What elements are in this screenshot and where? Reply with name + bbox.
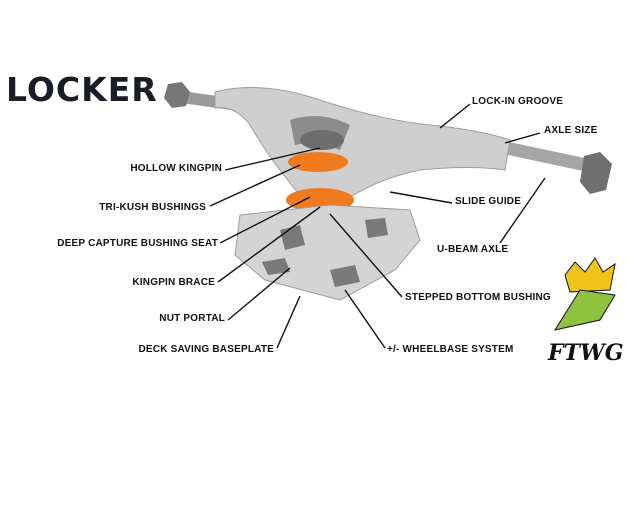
label-lock-in-groove: LOCK-IN GROOVE	[472, 96, 564, 107]
kingpin-nut	[300, 130, 344, 150]
label-axle-size: AXLE SIZE	[544, 125, 598, 136]
leader-lines	[209, 103, 546, 349]
top-bushing	[288, 152, 348, 172]
label-wheelbase-system: +/- WHEELBASE SYSTEM	[387, 344, 514, 355]
label-tri-kush-bushings: TRI-KUSH BUSHINGS	[99, 202, 206, 213]
label-hollow-kingpin: HOLLOW KINGPIN	[130, 163, 222, 174]
hanger	[214, 87, 511, 201]
locker-logo: LOCKER	[6, 70, 158, 109]
wheelbase-hole	[330, 265, 360, 287]
nut-portal-hole	[262, 258, 290, 275]
baseplate-hole-2	[365, 218, 388, 238]
ftwg-mascot	[553, 257, 616, 331]
ftwg-logo: FTWG	[548, 340, 624, 366]
label-deck-saving-baseplate: DECK SAVING BASEPLATE	[138, 344, 274, 355]
axle-nut-right	[580, 152, 612, 194]
axle-nut-left	[164, 82, 190, 108]
label-nut-portal: NUT PORTAL	[159, 313, 225, 324]
label-kingpin-brace: KINGPIN BRACE	[132, 277, 215, 288]
axle-right	[497, 139, 593, 173]
label-slide-guide: SLIDE GUIDE	[455, 196, 522, 207]
label-u-beam-axle: U-BEAM AXLE	[437, 244, 509, 255]
label-stepped-bottom-bushing: STEPPED BOTTOM BUSHING	[405, 292, 551, 303]
label-deep-capture-bushing-seat: DEEP CAPTURE BUSHING SEAT	[57, 238, 218, 249]
